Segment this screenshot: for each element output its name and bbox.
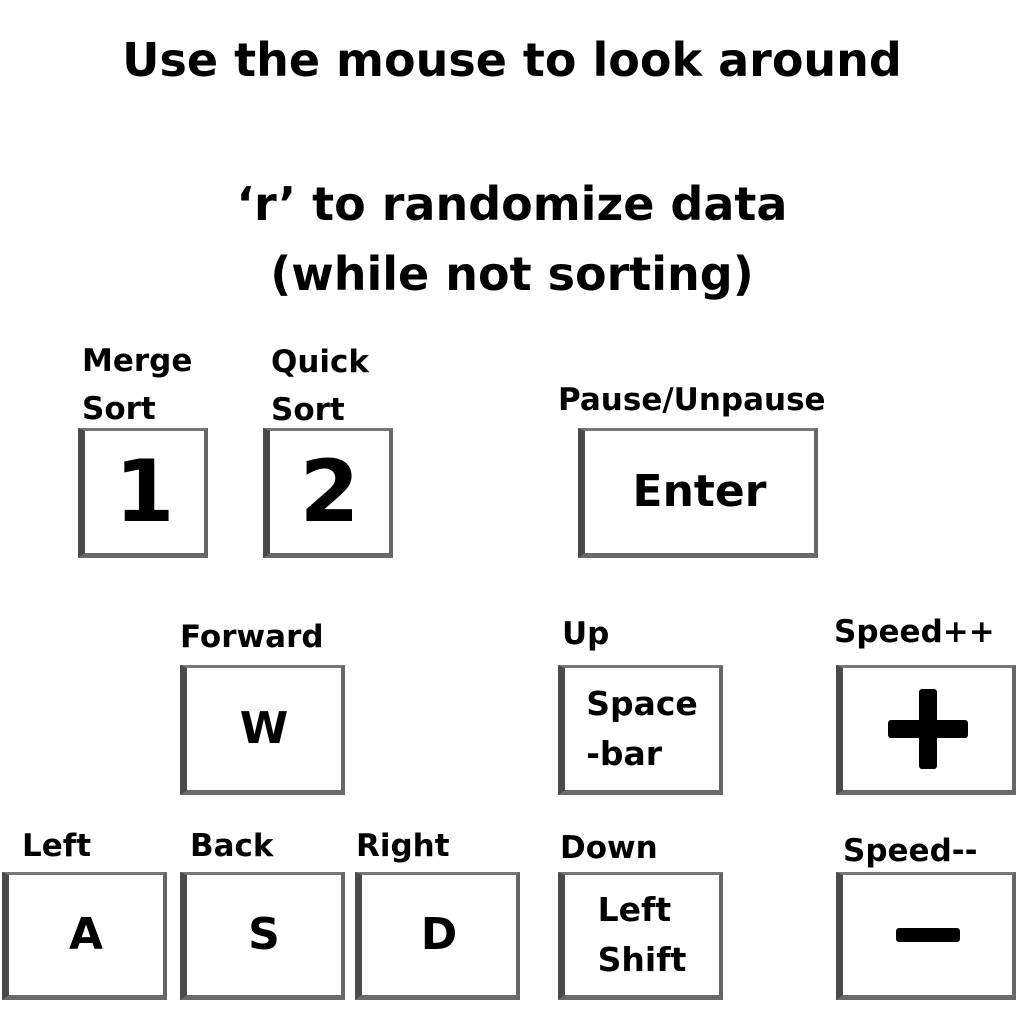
key-minus[interactable] (836, 872, 1016, 1000)
key-d-glyph: D (420, 909, 458, 960)
forward-label: Forward (180, 619, 324, 655)
key-left-shift[interactable]: Left Shift (558, 872, 723, 1000)
merge-sort-label: Merge Sort (82, 343, 193, 427)
minus-icon (895, 928, 960, 942)
key-plus[interactable] (836, 665, 1016, 795)
key-2-glyph: 2 (299, 442, 360, 542)
key-spacebar-glyph: Space -bar (586, 684, 698, 773)
down-label: Down (560, 830, 658, 866)
key-enter[interactable]: Enter (578, 428, 818, 558)
key-a[interactable]: A (2, 872, 167, 1000)
randomize-condition: (while not sorting) (270, 247, 754, 301)
speed-up-label: Speed++ (834, 614, 995, 650)
key-s[interactable]: S (180, 872, 345, 1000)
mouse-instruction: Use the mouse to look around (122, 33, 902, 87)
key-w[interactable]: W (180, 665, 345, 795)
left-label: Left (22, 828, 92, 864)
key-left-shift-glyph: Left Shift (597, 890, 687, 979)
speed-down-label: Speed-- (843, 833, 978, 869)
key-1-glyph: 1 (114, 442, 175, 542)
up-label: Up (562, 616, 610, 652)
back-label: Back (190, 828, 274, 864)
right-label: Right (356, 828, 450, 864)
key-1[interactable]: 1 (78, 428, 208, 558)
key-a-glyph: A (68, 909, 104, 960)
key-d[interactable]: D (355, 872, 520, 1000)
key-spacebar[interactable]: Space -bar (558, 665, 723, 795)
key-2[interactable]: 2 (263, 428, 393, 558)
key-w-glyph: W (239, 703, 289, 754)
key-s-glyph: S (248, 909, 280, 960)
quick-sort-label: Quick Sort (271, 344, 370, 428)
key-enter-glyph: Enter (632, 466, 767, 517)
plus-icon (887, 689, 968, 769)
pause-label: Pause/Unpause (558, 382, 826, 418)
randomize-instruction: ‘r’ to randomize data (236, 177, 788, 231)
